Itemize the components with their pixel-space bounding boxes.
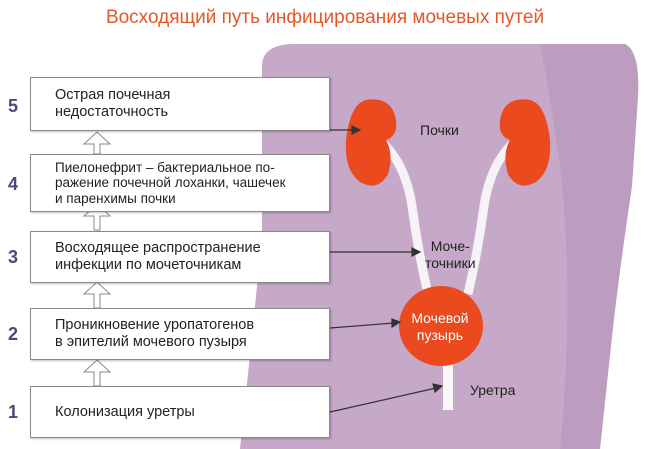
pointer-bladder-line: [329, 322, 395, 329]
pointer-urethra-line: [329, 387, 437, 413]
stage-3-number: 3: [7, 247, 18, 267]
anatomy-illustration: [82, 44, 639, 449]
stage-2-box: Проникновение уропатогенов в эпителий мо…: [30, 308, 330, 360]
pointer-ureters-head: [411, 247, 422, 257]
pointer-urethra-head: [432, 383, 444, 394]
stage-3-box: Восходящее распространение инфекции по м…: [30, 231, 330, 283]
right-ureter: [463, 140, 516, 296]
arrow-4-to-5: [82, 131, 112, 155]
right-kidney: [499, 99, 551, 186]
diagram-scene: Острая почечная недостаточность Пиелонеф…: [0, 36, 650, 449]
stage-5-box: Острая почечная недостаточность: [30, 77, 330, 131]
pointer-arrows: [329, 125, 444, 413]
pointer-kidneys-head: [351, 125, 362, 135]
stage-4-box: Пиелонефрит – бактериальное по- ражение …: [30, 154, 330, 212]
pointer-bladder-head: [391, 318, 402, 329]
arrow-1-to-2: [82, 359, 112, 387]
ureters-label: Моче- точники: [425, 238, 476, 271]
stage-4-number: 4: [7, 174, 18, 194]
stage-1-number: 1: [7, 402, 18, 422]
bladder-label: Мочевой пузырь: [411, 310, 469, 343]
body-shading: [540, 44, 639, 449]
left-ureter: [380, 140, 433, 296]
stage-5-number: 5: [7, 96, 18, 116]
arrow-2-to-3: [82, 281, 112, 309]
bladder: [399, 286, 483, 366]
kidneys-label: Почки: [420, 122, 459, 138]
urethra-label: Уретра: [470, 382, 516, 398]
left-kidney: [345, 99, 397, 186]
stage-2-number: 2: [7, 324, 18, 344]
stage-1-box: Колонизация уретры: [30, 386, 330, 438]
diagram-title: Восходящий путь инфицирования мочевых пу…: [105, 7, 545, 28]
